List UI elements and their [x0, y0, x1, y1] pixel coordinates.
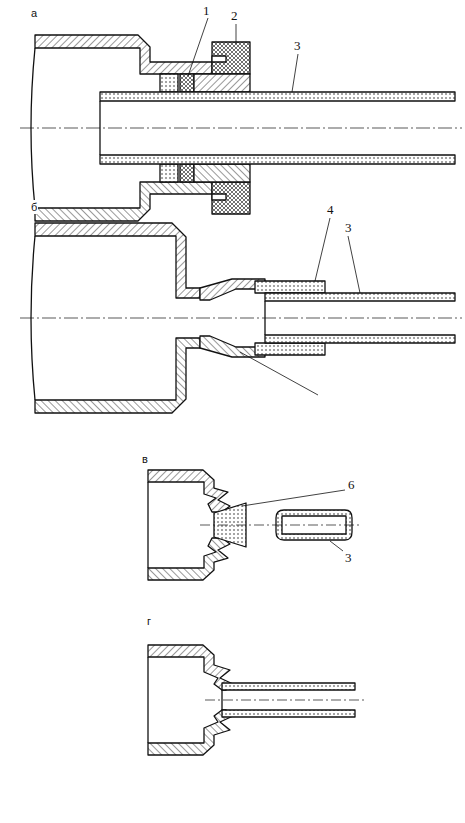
callout-number: 3 [344, 551, 353, 565]
callout-number: 3 [344, 221, 353, 235]
joint-half [35, 223, 455, 301]
panel-letter: в [141, 452, 149, 466]
panel-letter: б [30, 200, 38, 214]
callout-number: 2 [230, 9, 239, 23]
vessel-end-half [148, 645, 233, 690]
callout-number: 6 [347, 478, 356, 492]
callout-number: 4 [326, 203, 335, 217]
panel-letter: а [30, 6, 38, 20]
vessel-end-half [148, 470, 230, 512]
callout-number: 1 [202, 4, 211, 18]
joint-half [35, 35, 455, 101]
callout-number: 3 [293, 39, 302, 53]
panel-letter: г [146, 614, 152, 628]
